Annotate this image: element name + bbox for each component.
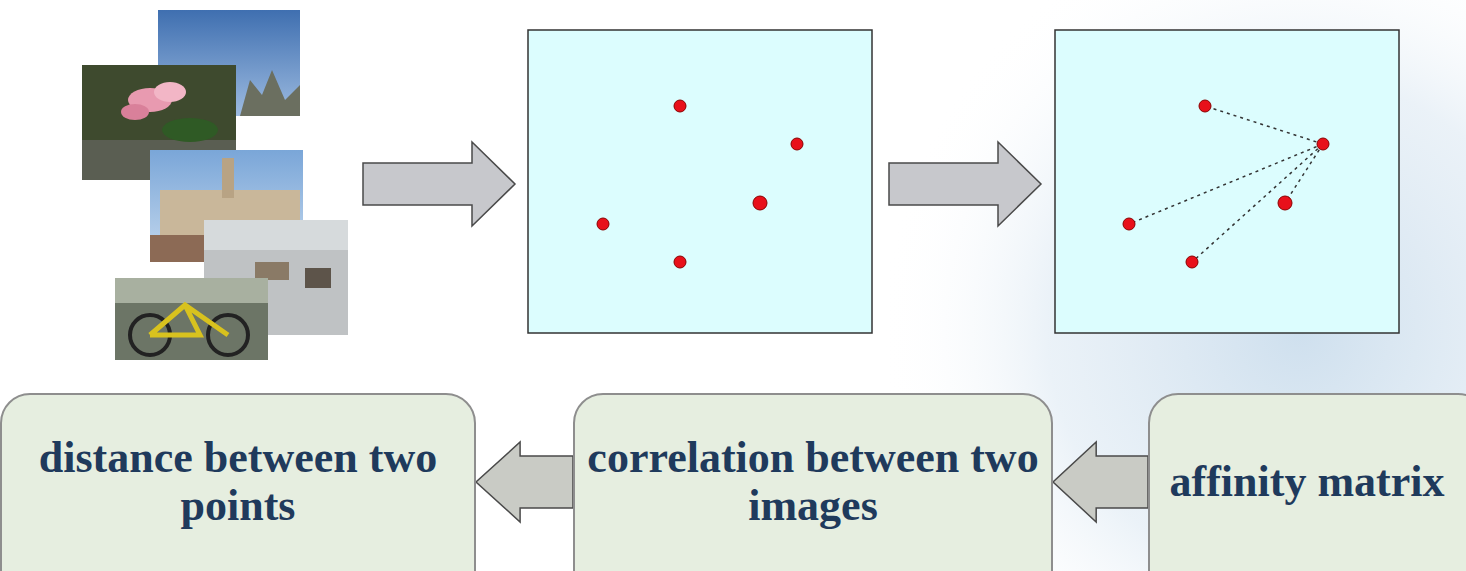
- photo-chair: [305, 268, 331, 288]
- process-box: distance between two points: [0, 393, 476, 571]
- block-arrow: [363, 142, 515, 226]
- distance-panel: [1055, 30, 1399, 333]
- box-label: correlation between two images: [585, 434, 1041, 529]
- photo-courtyard-sky: [204, 220, 348, 250]
- data-point: [753, 196, 767, 210]
- photo-bike: [115, 278, 268, 360]
- photo-leaf: [162, 118, 218, 142]
- photo-bike-bg: [115, 278, 268, 303]
- distance-line: [1129, 144, 1323, 224]
- data-point: [1186, 256, 1198, 268]
- process-box: affinity matrix: [1148, 393, 1466, 571]
- photo-collage: [82, 10, 348, 360]
- photo-frame: [150, 305, 228, 335]
- data-point: [674, 100, 686, 112]
- distance-line: [1205, 106, 1323, 144]
- data-point: [791, 138, 803, 150]
- block-arrow: [889, 142, 1041, 226]
- distance-line: [1192, 144, 1323, 262]
- box-label: affinity matrix: [1170, 458, 1445, 506]
- block-arrow: [476, 442, 573, 522]
- photo-petal: [154, 82, 186, 102]
- box-label: distance between two points: [12, 434, 464, 529]
- block-arrow: [1053, 442, 1148, 522]
- photo-tower: [222, 158, 234, 198]
- photo-petal: [121, 104, 149, 120]
- data-point: [1278, 196, 1292, 210]
- process-box: correlation between two images: [573, 393, 1053, 571]
- scatter-panel: [528, 30, 872, 333]
- feature-space: [1055, 30, 1399, 333]
- photo-table: [255, 262, 289, 280]
- data-point: [597, 218, 609, 230]
- data-point: [674, 256, 686, 268]
- feature-space: [528, 30, 872, 333]
- data-point: [1317, 138, 1329, 150]
- data-point: [1123, 218, 1135, 230]
- data-point: [1199, 100, 1211, 112]
- photo-trees: [240, 70, 300, 116]
